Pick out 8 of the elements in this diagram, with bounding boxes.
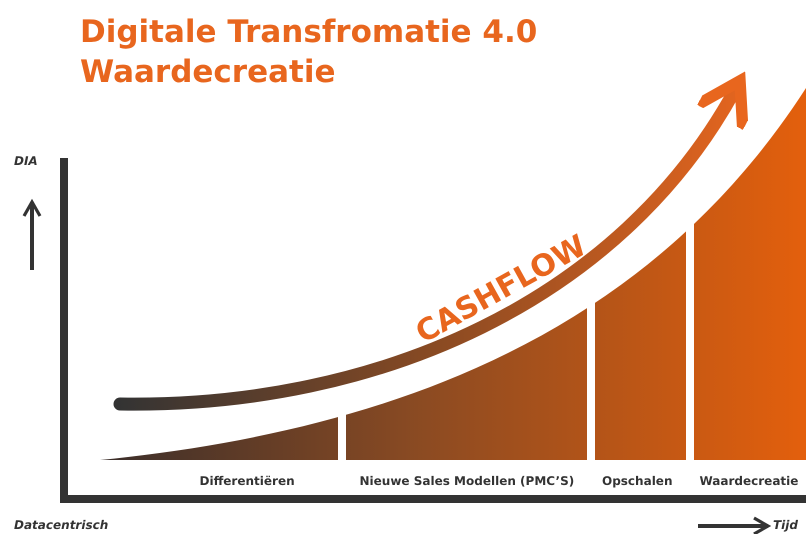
axis-label: Datacentrisch bbox=[14, 518, 108, 532]
phase-label: Waardecreatie bbox=[700, 474, 798, 488]
title: Digitale Transfromatie 4.0 Waardecreatie bbox=[80, 13, 538, 92]
phase-label: Opschalen bbox=[602, 474, 672, 488]
axis-label: Tijd bbox=[773, 518, 798, 532]
phase-label: Differentiëren bbox=[200, 474, 295, 488]
phase-label: Nieuwe Sales Modellen (PMC’S) bbox=[360, 474, 574, 488]
axis-label: DIA bbox=[14, 154, 38, 168]
